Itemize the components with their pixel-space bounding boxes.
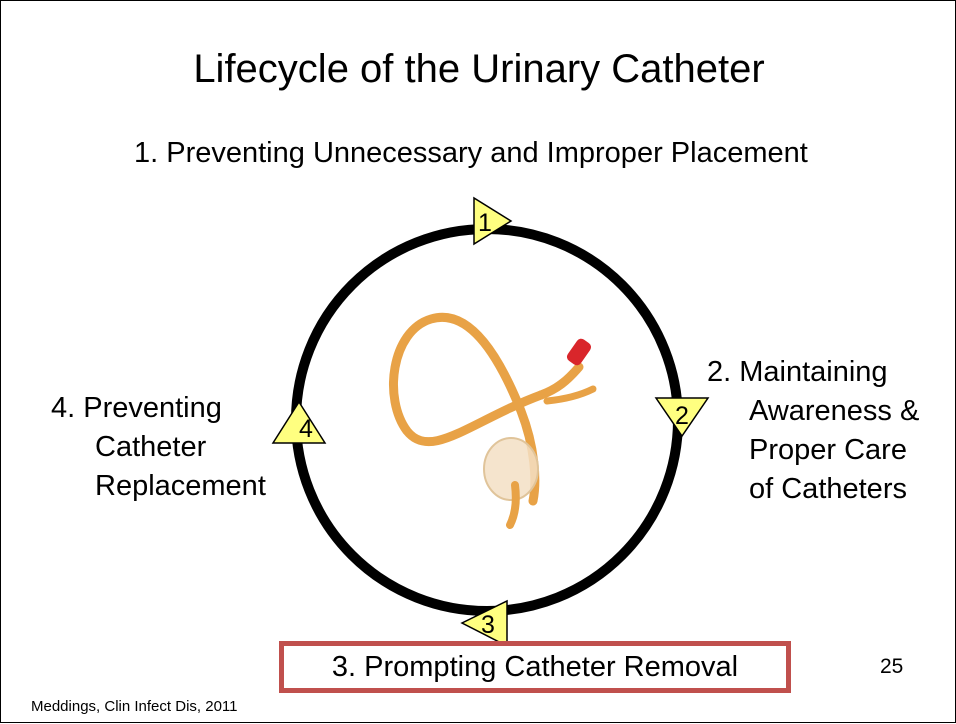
catheter-image: [373, 317, 599, 551]
marker-4: 4: [273, 402, 325, 443]
marker-1: 1: [474, 198, 511, 244]
step-2-line-1: 2. Maintaining: [707, 353, 919, 392]
step-4-label: 4. Preventing Catheter Replacement: [51, 389, 266, 506]
step-3-label: 3. Prompting Catheter Removal: [284, 646, 786, 688]
step-2-line-3: Proper Care: [707, 431, 919, 470]
step-2-line-2: Awareness &: [707, 392, 919, 431]
marker-2: 2: [656, 398, 708, 436]
marker-4-label: 4: [299, 415, 313, 443]
marker-1-label: 1: [478, 209, 492, 237]
step-4-line-3: Replacement: [51, 467, 266, 506]
step-2-line-4: of Catheters: [707, 470, 919, 509]
marker-2-label: 2: [675, 402, 689, 430]
step-4-line-1: 4. Preventing: [51, 389, 266, 428]
step-2-label: 2. Maintaining Awareness & Proper Care o…: [707, 353, 919, 509]
marker-3-label: 3: [481, 611, 495, 639]
step-3-highlight-box: 3. Prompting Catheter Removal: [279, 641, 791, 693]
citation: Meddings, Clin Infect Dis, 2011: [31, 698, 238, 716]
step-4-line-2: Catheter: [51, 428, 266, 467]
catheter-balloon: [484, 438, 538, 500]
page-number: 25: [880, 655, 903, 679]
